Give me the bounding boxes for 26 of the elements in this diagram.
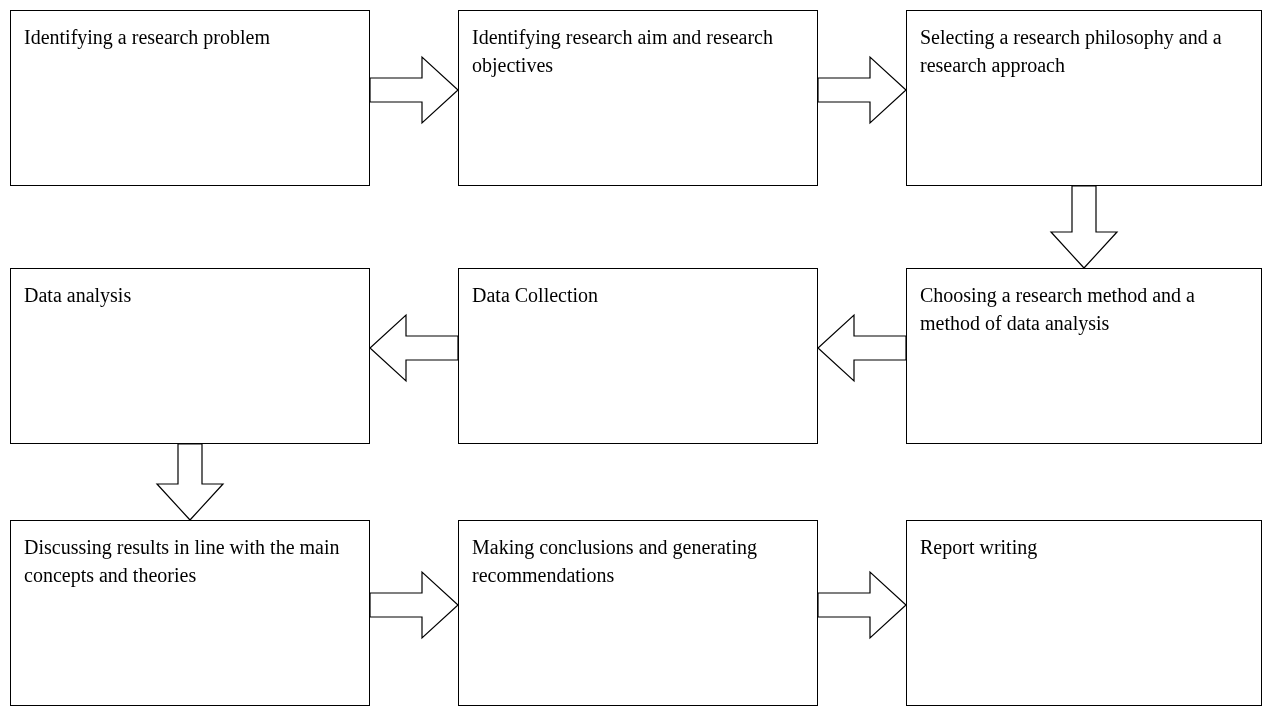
step-text: Identifying a research problem [24,25,271,51]
step-text: Selecting a research philosophy and a research approach [920,25,1223,79]
process-box [10,10,370,186]
step-text: Making conclusions and generating recommendations [472,535,758,588]
block-arrow [817,570,907,640]
block-arrow [155,443,225,521]
process-box [10,520,370,706]
block-arrow [369,570,459,640]
process-box [906,520,1262,706]
step-text: Discussing results in line with the main concepts and theories [24,535,341,589]
process-box [10,268,370,444]
block-arrow [369,313,459,383]
process-box [906,10,1262,186]
process-box [906,268,1262,444]
process-box [458,10,818,186]
process-box [458,268,818,444]
step-text: Data Collection [472,283,600,308]
step-text: Identifying research aim and research objectives [472,25,774,79]
block-arrow [817,55,907,125]
block-arrow [1049,185,1119,269]
block-arrow [817,313,907,383]
step-text: Data analysis [24,283,133,309]
step-text: Report writing [920,535,1039,561]
block-arrow [369,55,459,125]
step-text: Choosing a research method and a method of data analysis [920,283,1196,337]
process-box [458,520,818,706]
